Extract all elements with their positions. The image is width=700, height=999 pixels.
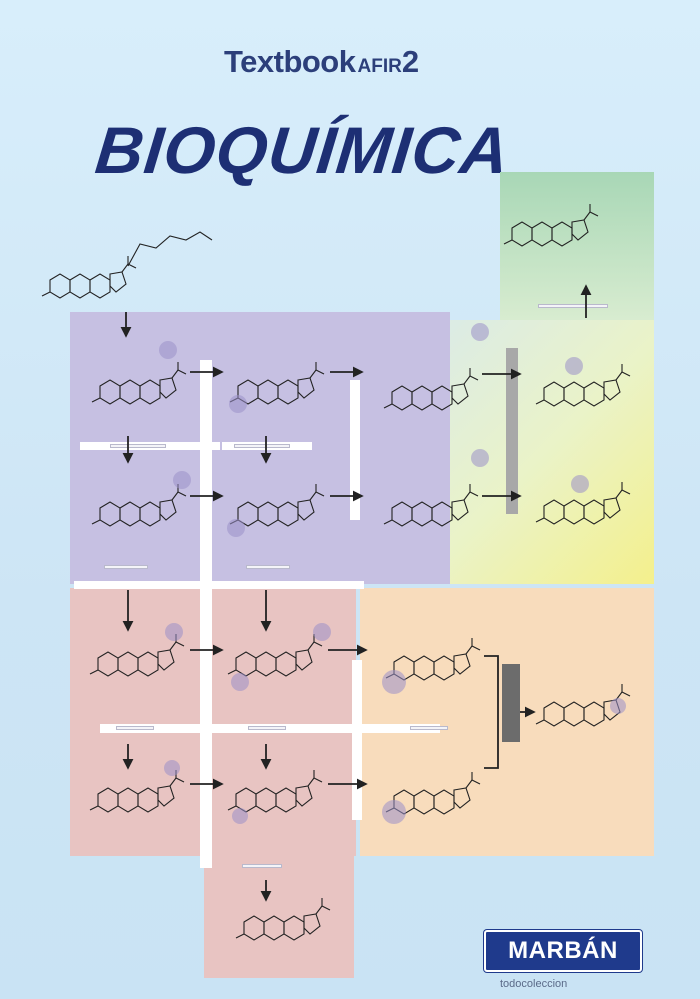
highlight-marks: [159, 323, 626, 824]
divider-vertical: [352, 660, 362, 820]
divider-horizontal: [74, 581, 364, 589]
enzyme-tag: [234, 444, 290, 448]
enzyme-tag: [116, 726, 154, 730]
enzyme-tag: [246, 565, 290, 569]
divider-vertical: [200, 360, 212, 868]
enzyme-tag: [104, 565, 148, 569]
divider-vertical: [350, 380, 360, 520]
cholesterol-structure: [41, 231, 213, 299]
steroid-structure: [227, 633, 323, 677]
enzyme-tag: [538, 304, 608, 308]
series-main: Textbook: [224, 44, 356, 79]
steroid-structure: [383, 367, 479, 411]
steroid-structure: [229, 483, 325, 527]
steroid-structure: [535, 363, 631, 407]
publisher-logo: MARBÁN: [484, 930, 642, 972]
steroid-structure: [91, 483, 187, 527]
estrogen-bracket: [484, 655, 499, 769]
steroid-structure: [89, 633, 185, 677]
watermark: todocoleccion: [500, 978, 568, 990]
steroid-structure: [235, 897, 331, 941]
enzyme-tag: [410, 726, 448, 730]
steroid-structure: [503, 203, 599, 247]
androgens-panel: [70, 588, 356, 856]
series-small: AFIR: [357, 56, 402, 77]
steroid-structure: [383, 483, 479, 527]
steroid-structure: [89, 769, 185, 813]
enzyme-bar: [502, 664, 520, 742]
steroid-structure: [227, 769, 323, 813]
enzyme-bar: [506, 348, 518, 514]
enzyme-tag: [242, 864, 282, 868]
steroid-structure: [91, 361, 187, 405]
androgens-panel-extension: [204, 850, 354, 978]
enzyme-tag: [248, 726, 286, 730]
mineralocorticoids-panel: [500, 172, 654, 320]
pathway-arrows: [120, 284, 592, 902]
enzyme-tag: [110, 444, 166, 448]
series-number: 2: [401, 44, 419, 79]
